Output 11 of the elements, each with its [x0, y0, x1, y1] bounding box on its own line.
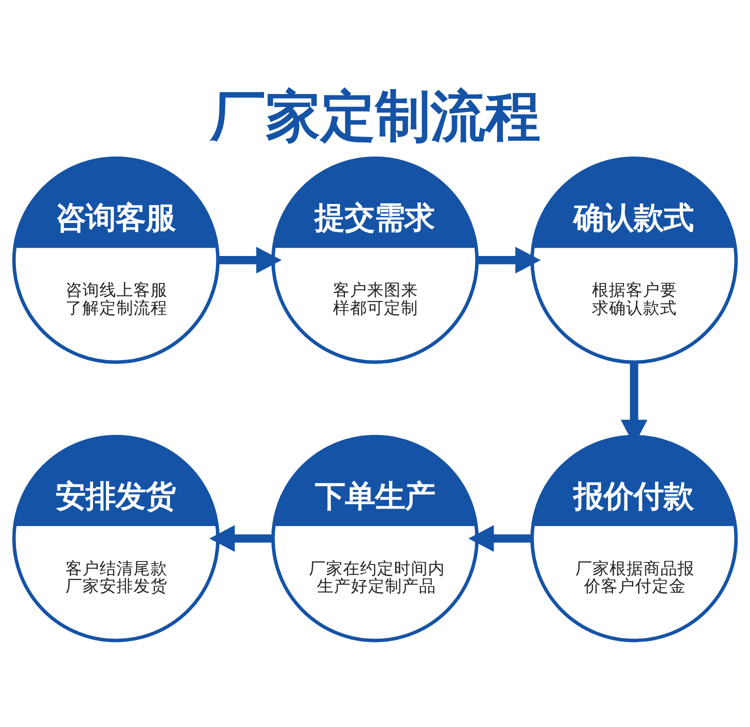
- arrow: [218, 246, 282, 274]
- arrow: [477, 246, 541, 274]
- node-circle: 提交需求 客户来图来样都可定制: [271, 156, 479, 364]
- node-circle: 报价付款 厂家根据商品报价客户付定金: [530, 434, 738, 642]
- diagram-title: 厂家定制流程: [210, 84, 540, 148]
- node-circle: 咨询客服 咨询线上客服了解定制流程: [12, 156, 220, 364]
- arrow: [468, 525, 532, 552]
- node-circle: 确认款式 根据客户要求确认款式: [530, 156, 738, 364]
- node-circle: 安排发货 客户结清尾款厂家安排发货: [12, 434, 220, 642]
- node-circle: 下单生产 厂家在约定时间内生产好定制产品: [271, 434, 479, 642]
- arrow: [209, 525, 273, 552]
